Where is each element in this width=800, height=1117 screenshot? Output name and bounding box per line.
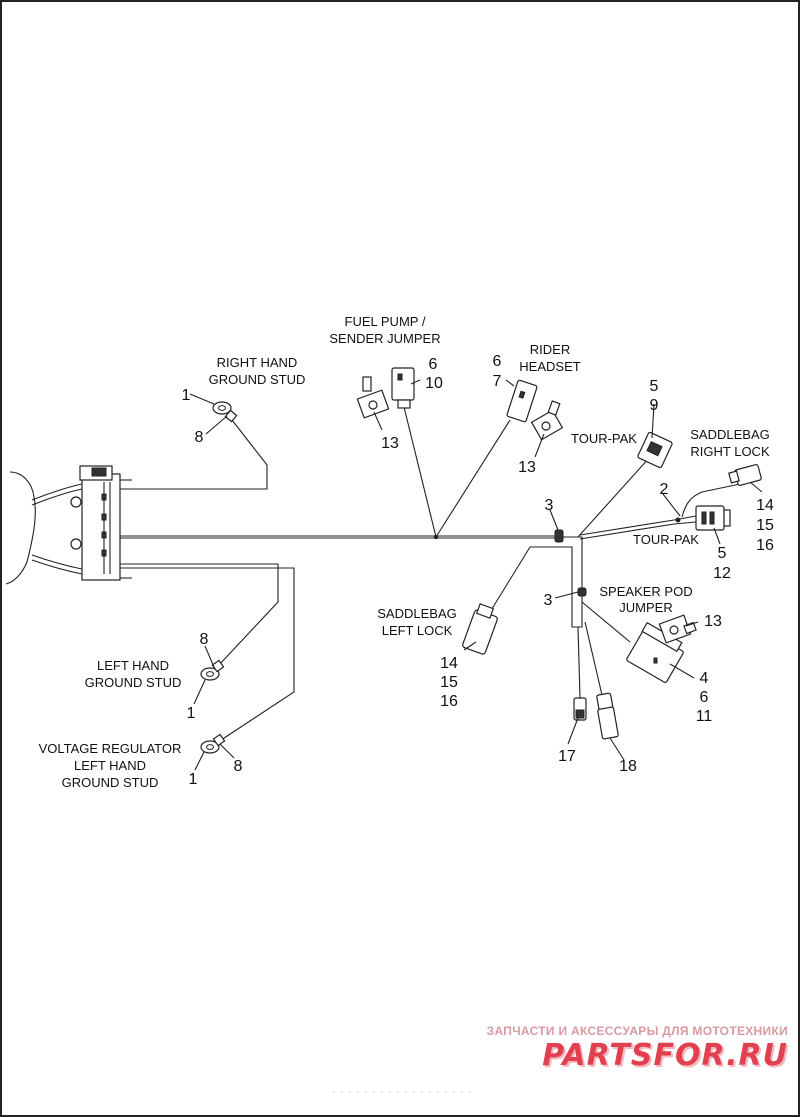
callout-7: 7 [493,373,502,390]
ring-terminal-voltage-regulator [200,733,226,754]
connector-17 [573,697,587,721]
callout-6: 6 [493,353,502,370]
label-fuel-pump-line2: SENDER JUMPER [329,331,440,346]
harness-clip [577,587,587,597]
saddlebag-right-lock-connector [728,464,762,486]
fuel-pump-connector [356,367,415,419]
label-saddlebag-left-line2: LEFT LOCK [382,623,453,638]
tour-pak-lower-connector [675,505,731,531]
speaker-pod-clip [658,614,697,644]
callout-3: 3 [544,592,553,609]
label-saddlebag-left-line1: SADDLEBAG [377,606,456,621]
callout-1: 1 [187,705,196,722]
callout-18: 18 [619,758,637,775]
callout-16: 16 [756,537,774,554]
main-harness-trunk [120,406,741,743]
label-voltage-reg-line3: GROUND STUD [62,775,159,790]
label-tour-pak-lower: TOUR-PAK [633,532,699,547]
callout-5: 5 [718,545,727,562]
callout-10: 10 [425,375,443,392]
callout-8: 8 [200,631,209,648]
label-rider-headset-line2: HEADSET [519,359,580,374]
label-right-ground-line1: RIGHT HAND [217,355,298,370]
callout-15: 15 [756,517,774,534]
callout-14: 14 [756,497,774,514]
watermark-logo: PARTSFOR.RU [542,1038,788,1073]
label-voltage-reg-line2: LEFT HAND [74,758,146,773]
callout-9: 9 [650,397,659,414]
label-rider-headset-line1: RIDER [530,342,570,357]
label-speaker-pod-line2: JUMPER [619,600,672,615]
callout-13: 13 [704,613,722,630]
label-saddlebag-right-line1: SADDLEBAG [690,427,769,442]
callout-2: 2 [660,481,669,498]
label-right-ground-line2: GROUND STUD [209,372,306,387]
watermark: ЗАПЧАСТИ И АКСЕССУАРЫ ДЛЯ МОТОТЕХНИКИ PA… [487,1024,792,1074]
callout-8: 8 [234,758,243,775]
callout-6: 6 [429,356,438,373]
tour-pak-upper-connector [637,431,673,469]
callout-14: 14 [440,655,458,672]
callout-13: 13 [518,459,536,476]
label-tour-pak-upper: TOUR-PAK [571,431,637,446]
callout-8: 8 [195,429,204,446]
speaker-pod-connector [626,614,697,683]
harness-clip [554,529,564,543]
label-fuel-pump-line1: FUEL PUMP / [345,314,426,329]
label-speaker-pod-line1: SPEAKER POD [599,584,692,599]
frame-outline [5,465,132,585]
callout-5: 5 [650,378,659,395]
callout-13: 13 [381,435,399,452]
rider-headset-clip [530,400,564,441]
ring-terminal-right-hand [212,401,238,423]
rider-headset-connector [506,379,564,441]
leader-lines [189,379,763,771]
callout-4: 4 [700,670,709,687]
label-voltage-reg-line1: VOLTAGE REGULATOR [39,741,182,756]
label-left-ground-line1: LEFT HAND [97,658,169,673]
callout-11: 11 [696,708,713,725]
callout-6: 6 [700,689,709,706]
saddlebag-left-lock-connector [462,603,498,655]
callout-16: 16 [440,693,458,710]
callout-15: 15 [440,674,458,691]
label-saddlebag-right-line2: RIGHT LOCK [690,444,770,459]
callout-17: 17 [558,748,576,765]
ring-terminal-left-hand [200,659,225,681]
callout-1: 1 [189,771,198,788]
callout-3: 3 [545,497,554,514]
connector-18 [596,692,619,740]
callout-12: 12 [713,565,731,582]
callout-1: 1 [182,387,191,404]
watermark-tagline: ЗАПЧАСТИ И АКСЕССУАРЫ ДЛЯ МОТОТЕХНИКИ [486,1024,788,1038]
fuel-pump-connector-clip [356,376,390,419]
label-left-ground-line2: GROUND STUD [85,675,182,690]
